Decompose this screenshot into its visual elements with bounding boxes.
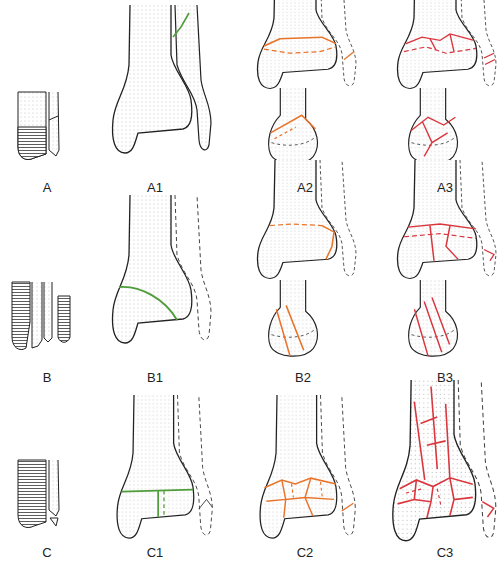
panel-label: C [42, 546, 51, 560]
panel-label: A1 [147, 181, 163, 195]
fracture-b3 [398, 160, 497, 278]
panel-label: C1 [147, 546, 164, 560]
panel-label: A3 [437, 181, 453, 195]
fracture-a2-lateral [269, 88, 318, 164]
fracture-a3-lateral [409, 88, 458, 164]
fracture-a2 [258, 0, 357, 88]
schematic-b [12, 282, 70, 350]
fracture-a3 [398, 0, 497, 88]
panel-label: B [43, 371, 52, 385]
schematic-c [18, 460, 59, 528]
panel-label: B3 [437, 371, 453, 385]
schematic-a [18, 92, 59, 160]
panel-label: C2 [297, 546, 314, 560]
panel-label: B1 [147, 371, 163, 385]
panel-label: C3 [437, 546, 454, 560]
fracture-c2 [260, 395, 355, 538]
panel-label: B2 [295, 371, 311, 385]
panel-label: A2 [297, 181, 313, 195]
fracture-a1 [113, 5, 212, 153]
fracture-b1 [113, 195, 212, 343]
fracture-c1 [117, 395, 212, 538]
fracture-b2-lateral [269, 280, 318, 356]
fracture-c3 [393, 380, 496, 541]
panel-label: A [43, 181, 52, 195]
fracture-b3-lateral [409, 280, 458, 356]
fracture-b2 [258, 160, 357, 278]
